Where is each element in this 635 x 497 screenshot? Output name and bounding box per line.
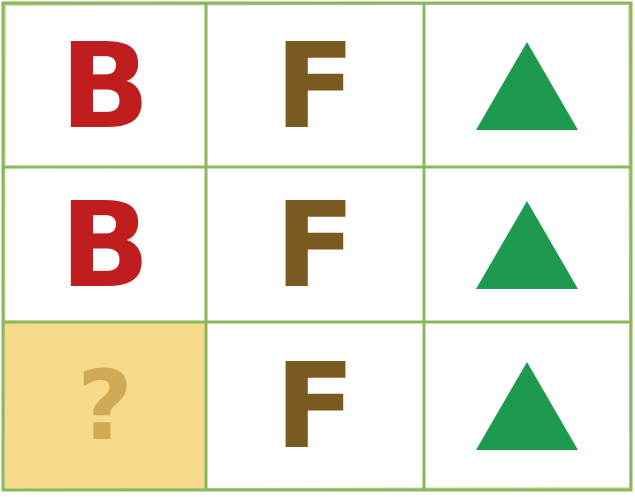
cell-r1-c2: F	[207, 5, 423, 166]
cell-r2-c3	[425, 168, 629, 321]
letter-f: F	[274, 175, 356, 314]
cell-r3-c1-answer[interactable]: ?	[5, 323, 205, 488]
cell-r3-c2: F	[207, 323, 423, 488]
triangle-icon	[474, 199, 580, 291]
letter-b: B	[60, 175, 150, 314]
letter-f: F	[274, 16, 356, 155]
cell-r2-c1: B	[5, 168, 205, 321]
question-mark: ?	[77, 349, 133, 462]
letter-b: B	[60, 16, 150, 155]
cell-r3-c3	[425, 323, 629, 488]
cell-r2-c2: F	[207, 168, 423, 321]
cell-r1-c1: B	[5, 5, 205, 166]
cell-r1-c3	[425, 5, 629, 166]
triangle-icon	[474, 40, 580, 132]
letter-f: F	[274, 336, 356, 475]
triangle-icon	[474, 360, 580, 452]
